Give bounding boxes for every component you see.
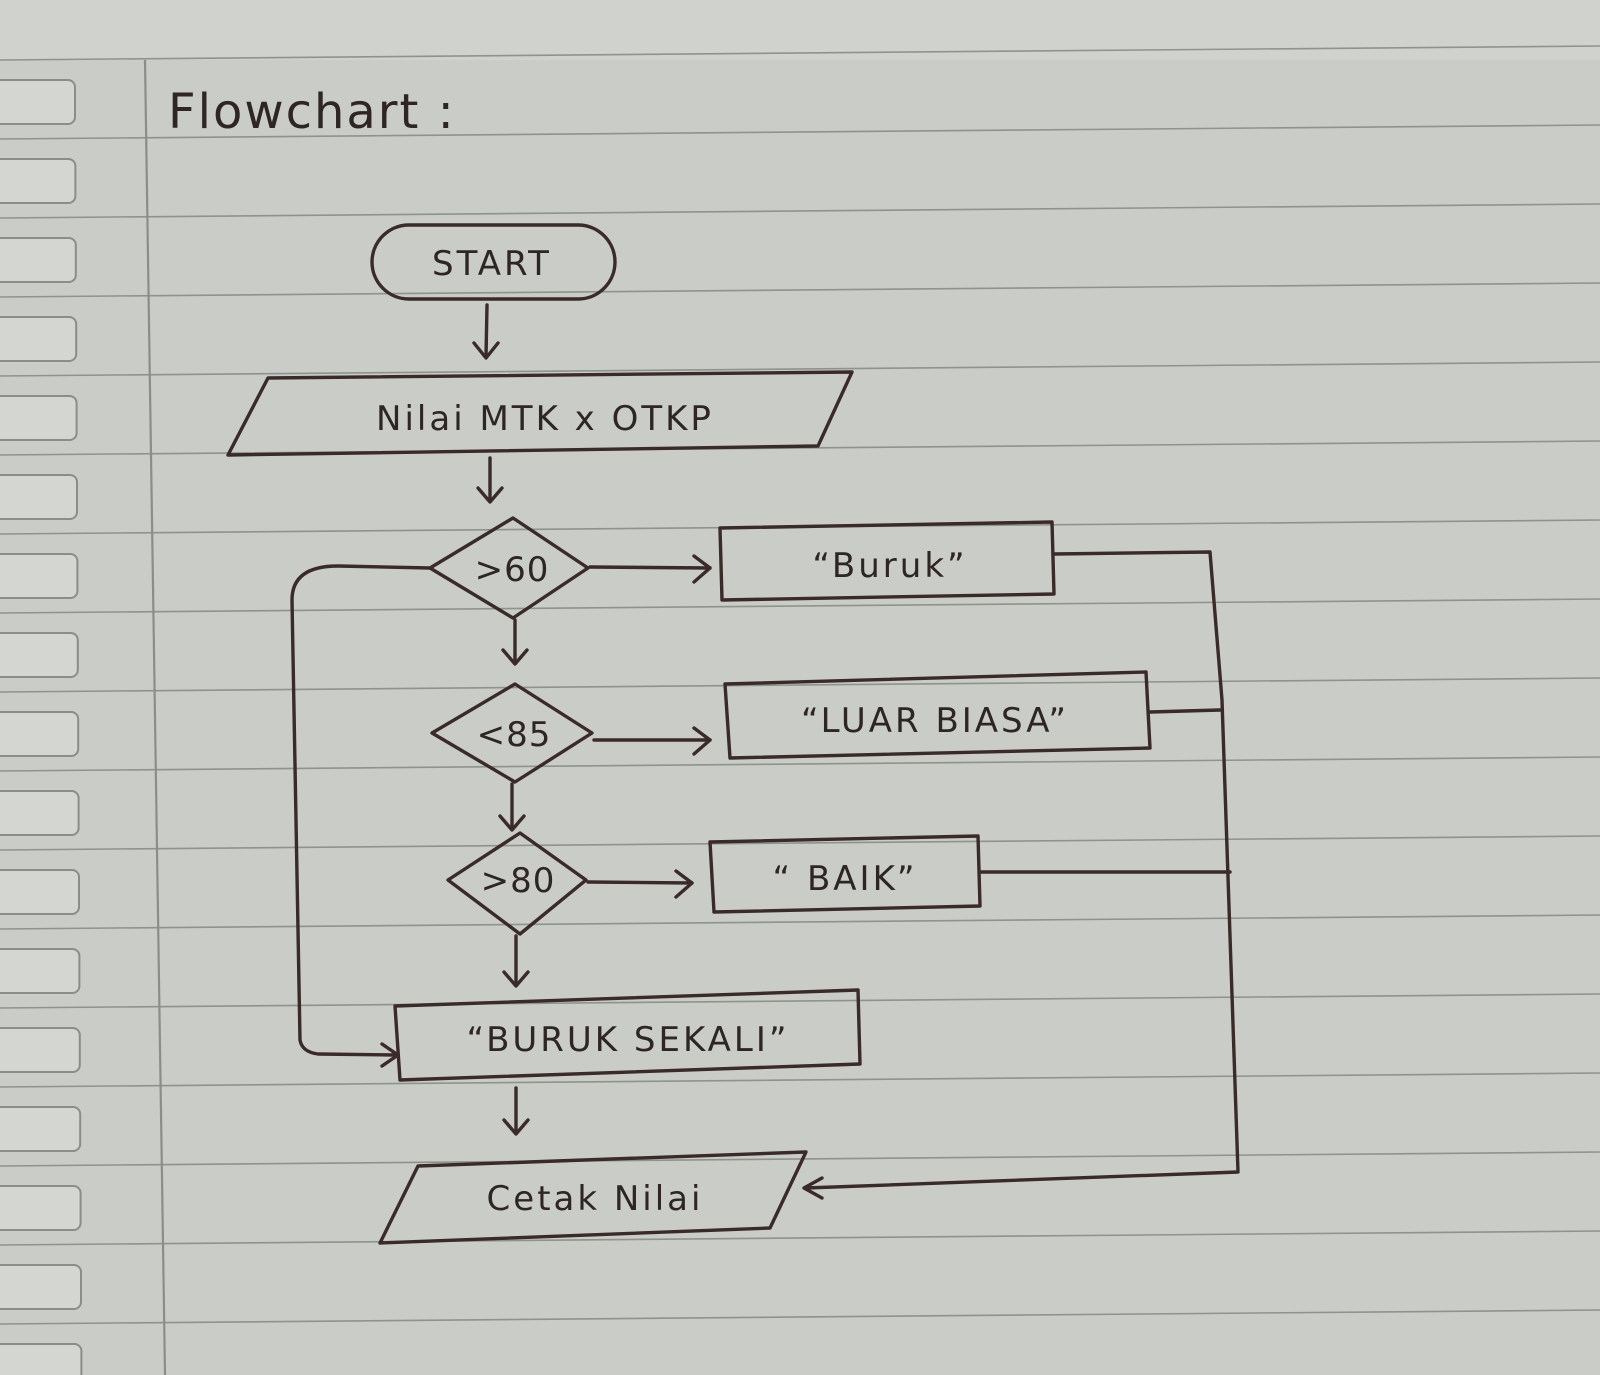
print-label: Cetak Nilai	[487, 1179, 704, 1219]
margin-tab-box	[0, 1264, 82, 1310]
ruled-line	[0, 1151, 1600, 1167]
paper-top-edge	[0, 0, 1600, 60]
margin-tab-box	[0, 1027, 81, 1073]
ruled-lines	[0, 45, 1600, 1325]
margin-tab-box	[0, 316, 78, 362]
margin-tab-box	[0, 711, 80, 757]
output-luar-biasa-box: “LUAR BIASA”	[723, 670, 1152, 760]
arrow-lt85-to-luar-biasa	[592, 726, 712, 756]
arrow-buruk-sekali-to-print	[502, 1086, 530, 1136]
decision-gt60-label: >60	[475, 550, 550, 590]
decision-gt80-label: >80	[481, 861, 556, 901]
output-baik-box: “ BAIK”	[708, 834, 982, 914]
margin-line	[143, 59, 167, 1375]
arrow-gt80-to-buruk-sekali	[502, 934, 530, 988]
margin-tab-box	[0, 158, 77, 204]
left-tab-boxes	[0, 79, 83, 1375]
ruled-line	[0, 1072, 1600, 1088]
ruled-line	[0, 361, 1600, 377]
margin-tab-box	[0, 1106, 82, 1152]
decision-gt80: >80	[446, 831, 588, 936]
ruled-line	[0, 1230, 1600, 1246]
margin-tab-box	[0, 237, 77, 283]
start-terminator: START	[370, 223, 617, 301]
margin-tab-box	[0, 632, 79, 678]
ruled-line	[0, 835, 1600, 851]
output-buruk-label: “Buruk”	[812, 546, 967, 586]
ruled-line	[0, 440, 1600, 456]
start-label: START	[432, 244, 552, 284]
ruled-line	[0, 993, 1600, 1009]
ruled-line	[0, 677, 1600, 693]
margin-tab-box	[0, 869, 80, 915]
decision-lt85-label: <85	[477, 715, 552, 755]
arrow-gt60-false-loop	[290, 564, 432, 1068]
arrow-gt80-to-baik	[586, 869, 694, 899]
input-label: Nilai MTK x OTKP	[376, 399, 714, 439]
ruled-line	[0, 1309, 1600, 1325]
output-baik-label: “ BAIK”	[773, 859, 918, 899]
margin-tab-box	[0, 948, 81, 994]
output-luar-biasa-label: “LUAR BIASA”	[801, 701, 1069, 741]
arrow-lt85-to-gt80	[498, 782, 526, 832]
arrow-input-to-gt60	[476, 456, 504, 504]
margin-tab-box	[0, 79, 76, 125]
arrow-gt60-to-lt85	[501, 618, 529, 666]
decision-gt60: >60	[428, 516, 590, 620]
page-title: Flowchart :	[168, 84, 456, 140]
margin-tab-box	[0, 553, 79, 599]
arrow-gt60-to-buruk	[588, 554, 712, 584]
right-return-connector	[802, 550, 1240, 1200]
output-buruk-box: “Buruk”	[718, 520, 1056, 602]
print-parallelogram: Cetak Nilai	[378, 1150, 808, 1245]
output-buruk-sekali-label: “BURUK SEKALI”	[467, 1020, 790, 1060]
margin-tab-box	[0, 474, 78, 520]
margin-tab-box	[0, 790, 80, 836]
margin-tab-box	[0, 1343, 83, 1375]
input-parallelogram: Nilai MTK x OTKP	[226, 370, 854, 457]
decision-lt85: <85	[430, 682, 594, 784]
margin-tab-box	[0, 395, 78, 441]
ruled-line	[0, 756, 1600, 772]
ruled-line	[0, 282, 1600, 298]
ruled-line	[0, 598, 1600, 614]
ruled-line	[0, 914, 1600, 930]
ruled-line	[0, 203, 1600, 219]
ruled-line	[0, 45, 1600, 61]
arrow-start-to-input	[472, 303, 500, 360]
margin-tab-box	[0, 1185, 82, 1231]
ruled-line	[0, 124, 1600, 140]
